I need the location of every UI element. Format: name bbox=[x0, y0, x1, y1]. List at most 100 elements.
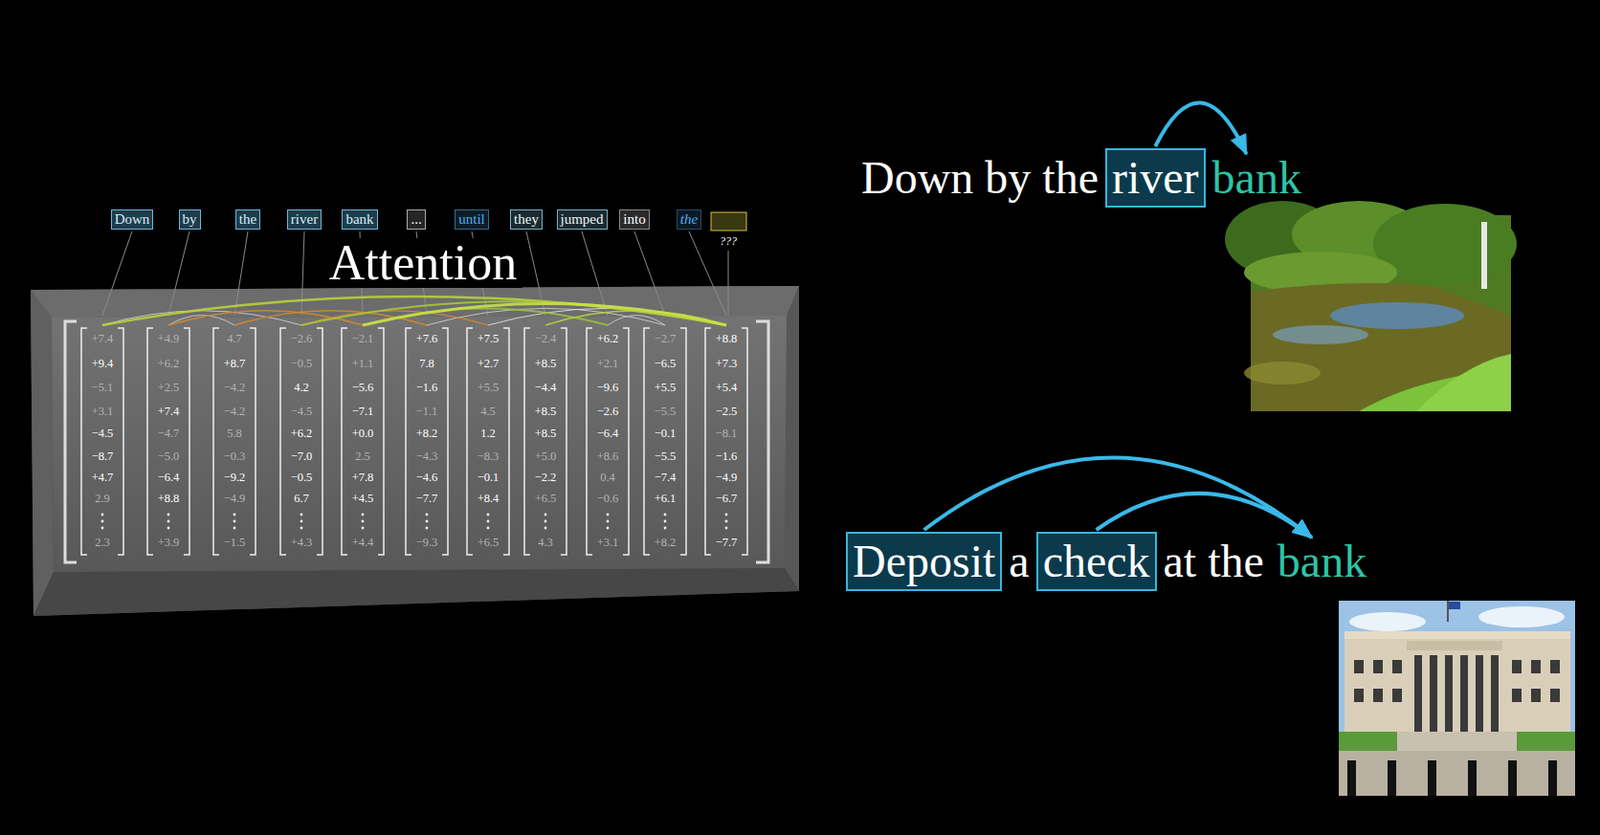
title-label: Attention bbox=[323, 238, 523, 289]
matrix-value: −2.5 bbox=[715, 405, 738, 420]
ellipsis-dot bbox=[487, 527, 490, 531]
matrix-value: +6.1 bbox=[654, 492, 677, 507]
ellipsis-dot bbox=[167, 527, 171, 531]
column-bracket bbox=[524, 328, 531, 556]
matrix-value: −4.2 bbox=[223, 405, 246, 420]
ellipsis-dot bbox=[487, 513, 490, 517]
node-text: Deposit bbox=[852, 535, 996, 587]
matrix-value: −2.6 bbox=[597, 405, 620, 420]
matrix-value: +8.2 bbox=[654, 536, 677, 551]
target-word: bank bbox=[1270, 532, 1374, 592]
matrix-value: −8.1 bbox=[715, 427, 738, 442]
column-bracket bbox=[280, 328, 287, 556]
column-bracket bbox=[466, 328, 473, 556]
attention-arc bbox=[301, 301, 727, 326]
token-line bbox=[234, 231, 248, 316]
column-bracket bbox=[341, 328, 348, 556]
matrix-value: −0.5 bbox=[290, 471, 313, 486]
matrix-value: −2.1 bbox=[352, 333, 375, 347]
node-text: bank bbox=[1212, 152, 1302, 203]
sentence-word: Down by the bbox=[854, 148, 1106, 208]
column-bracket bbox=[147, 328, 154, 556]
matrix-value: +5.5 bbox=[654, 381, 677, 396]
matrix-value: +3.9 bbox=[157, 536, 180, 551]
sentence-word: at the bbox=[1156, 532, 1271, 592]
matrix-value: +8.5 bbox=[534, 405, 557, 420]
node-text: until bbox=[458, 211, 486, 227]
column-bracket bbox=[560, 328, 567, 556]
attention-arc bbox=[102, 311, 302, 326]
token-box: Down bbox=[111, 209, 155, 230]
matrix-value: +2.5 bbox=[157, 381, 180, 396]
column-bracket bbox=[316, 328, 323, 556]
matrix-value: −2.2 bbox=[534, 471, 557, 486]
matrix-value: +7.4 bbox=[91, 333, 114, 347]
token-box: they bbox=[510, 209, 543, 230]
matrix-value: −4.4 bbox=[534, 381, 557, 396]
column-bracket bbox=[705, 328, 712, 556]
matrix-value: +6.5 bbox=[534, 492, 557, 507]
token-box: until bbox=[454, 209, 489, 230]
node-text: bank bbox=[1277, 535, 1367, 587]
token-box: the bbox=[235, 209, 261, 230]
token-box: river bbox=[287, 209, 322, 230]
matrix-value: −9.6 bbox=[597, 381, 620, 396]
sentence-word: a bbox=[1001, 532, 1036, 592]
matrix-value: 2.5 bbox=[355, 450, 371, 465]
column-bracket bbox=[213, 328, 220, 556]
matrix-value: −0.5 bbox=[290, 357, 313, 372]
column-bracket bbox=[249, 328, 256, 556]
highlight-box: Deposit bbox=[845, 532, 1002, 592]
column-bracket bbox=[81, 328, 88, 556]
matrix-value: +7.4 bbox=[157, 405, 180, 420]
matrix-value: +8.5 bbox=[534, 357, 557, 372]
attention-arrow bbox=[1155, 102, 1246, 155]
node-text: jumped bbox=[560, 211, 604, 227]
matrix-value: −5.5 bbox=[654, 405, 677, 420]
ellipsis-dot bbox=[300, 513, 304, 517]
matrix-value: −5.5 bbox=[654, 450, 677, 465]
ellipsis-dot bbox=[606, 513, 610, 517]
ellipsis-dot bbox=[725, 513, 729, 517]
matrix-value: −4.3 bbox=[416, 450, 439, 465]
node-text: by bbox=[182, 211, 198, 227]
matrix-value: −0.3 bbox=[223, 450, 246, 465]
node-text: Down bbox=[114, 211, 151, 227]
column-brackets bbox=[81, 328, 748, 556]
ellipsis-dot bbox=[606, 520, 610, 524]
matrix-value: −2.4 bbox=[534, 333, 557, 347]
matrix-value: −7.0 bbox=[290, 450, 313, 465]
matrix-value: −7.4 bbox=[654, 471, 677, 486]
matrix-value: −6.7 bbox=[715, 492, 738, 507]
matrix-value: −0.1 bbox=[654, 427, 677, 442]
matrix-value: −7.1 bbox=[352, 405, 375, 420]
matrix-value: 4.2 bbox=[293, 381, 310, 396]
ellipsis-dot bbox=[361, 527, 365, 531]
column-bracket bbox=[503, 328, 510, 556]
token-box: into bbox=[619, 209, 649, 230]
empty-token bbox=[711, 212, 747, 231]
token-box: ... bbox=[406, 209, 425, 230]
bank-photo bbox=[1338, 600, 1576, 797]
matrix-value: −4.9 bbox=[715, 471, 738, 486]
ellipsis-dot bbox=[101, 513, 105, 517]
ellipsis-dot bbox=[425, 527, 429, 531]
matrix-value: 4.3 bbox=[537, 536, 554, 551]
matrix-value: 5.8 bbox=[226, 427, 243, 442]
ellipsis-dot bbox=[544, 513, 548, 517]
node-text: the bbox=[680, 211, 698, 227]
column-bracket bbox=[622, 328, 629, 556]
matrix-value: −2.6 bbox=[290, 333, 313, 347]
ellipsis-dot bbox=[300, 520, 304, 524]
ellipsis-dot bbox=[725, 520, 729, 524]
matrix-value: −0.1 bbox=[477, 471, 500, 486]
token-box: bank bbox=[341, 209, 378, 230]
column-bracket bbox=[117, 328, 124, 556]
matrix-value: +8.2 bbox=[416, 427, 439, 442]
token-line bbox=[102, 231, 133, 316]
matrix-value: +6.2 bbox=[157, 357, 180, 372]
ellipsis-dot bbox=[233, 513, 237, 517]
node-text: the bbox=[239, 211, 257, 227]
token-box: jumped bbox=[556, 209, 608, 230]
matrix-value: −6.4 bbox=[597, 427, 620, 442]
